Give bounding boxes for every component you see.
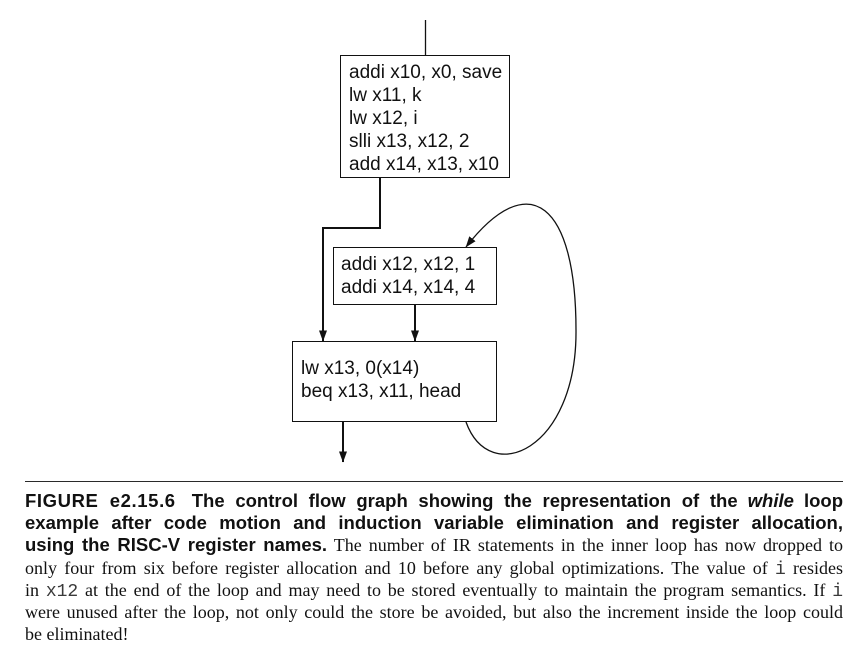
caption-text: at the end of the loop and may need to b… [85,579,826,600]
figure-label: FIGURE e2.15.6 [25,490,176,511]
back-edge-block-3-to-block-2 [465,203,577,455]
instruction-line: addi x14, x14, 4 [341,277,476,298]
caption-line: using the RISC-V register names. The num… [25,534,843,556]
caption-line: only four from six before register alloc… [25,557,843,580]
caption-text: The number of IR statements in the inner… [333,535,843,556]
caption-code: x12 [45,581,79,602]
caption-text: in [25,579,40,600]
instruction-line: add x14, x13, x10 [349,154,499,175]
caption-title: using the RISC-V register names. [25,534,328,556]
instruction-line: lw x12, i [349,108,418,129]
instruction-line: addi x12, x12, 1 [341,254,476,275]
figure-caption: FIGURE e2.15.6 The control flow graph sh… [25,490,843,645]
instruction-line: beq x13, x11, head [301,381,462,402]
caption-line: were unused after the loop, not only cou… [25,601,843,623]
caption-title: example after code motion and induction … [25,512,843,534]
caption-title-emphasis: while [747,490,794,511]
instruction-line: addi x10, x0, save [349,62,503,83]
caption-text: be eliminated! [25,624,129,645]
caption-line: in x12 at the end of the loop and may ne… [25,579,844,602]
edge-block-1-to-block-3 [319,178,381,342]
caption-line: example after code motion and induction … [25,512,843,534]
caption-rule [25,481,843,482]
basic-block-1: addi x10, x0, save lw x11, k lw x12, i s… [340,55,510,178]
caption-code: i [774,559,786,580]
basic-block-2: addi x12, x12, 1 addi x14, x14, 4 [333,247,497,305]
instruction-line: slli x13, x12, 2 [349,131,470,152]
instruction-line: lw x11, k [349,85,422,106]
caption-title: loop [803,490,844,511]
caption-text: resides [793,557,843,578]
caption-text: were unused after the loop, not only cou… [25,601,843,622]
instruction-line: lw x13, 0(x14) [301,358,420,379]
caption-text: only four from six before register alloc… [25,557,768,578]
caption-title: The control flow graph showing the repre… [191,490,738,511]
caption-line: be eliminated! [25,623,843,645]
caption-code: i [832,581,844,602]
caption-line: FIGURE e2.15.6 The control flow graph sh… [25,490,843,512]
control-flow-edges [319,20,577,463]
basic-block-3: lw x13, 0(x14) beq x13, x11, head [292,341,497,422]
